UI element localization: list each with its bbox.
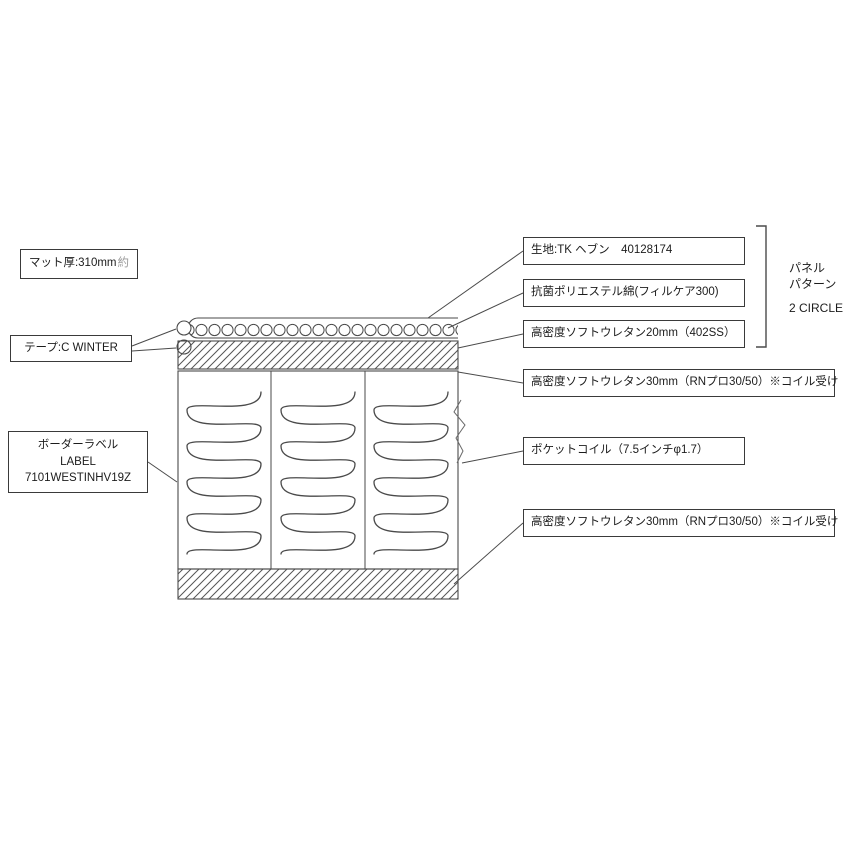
label-antibacterial: 抗菌ポリエステル綿(フィルケア300) xyxy=(523,279,745,307)
mat-thickness-text: マット厚:310mm xyxy=(28,257,117,270)
label-border-label: ボーダーラベル LABEL 7101WESTINHV19Z xyxy=(8,431,148,493)
panel-pattern-line1: パネル xyxy=(789,261,826,275)
panel-group-bracket xyxy=(756,225,767,348)
panel-pattern-line3: 2 CIRCLE xyxy=(789,301,844,316)
label-urethane-20mm: 高密度ソフトウレタン20mm（402SS） xyxy=(523,320,745,348)
border-label-line3: 7101WESTINHV19Z xyxy=(24,472,132,485)
mat-thickness-suffix: 約 xyxy=(117,257,130,270)
fabric-text: 生地:TK ヘブン 40128174 xyxy=(531,244,673,257)
label-urethane-30mm-bottom: 高密度ソフトウレタン30mm（RNプロ30/50）※コイル受け xyxy=(523,509,839,537)
label-urethane-30mm-top: 高密度ソフトウレタン30mm（RNプロ30/50）※コイル受け xyxy=(523,369,839,397)
urethane-bottom-layer xyxy=(177,568,459,600)
pocket-coil-text: ポケットコイル（7.5インチφ1.7） xyxy=(531,444,709,457)
border-label-line1: ボーダーラベル xyxy=(37,438,119,451)
urethane-30mm-bottom-text: 高密度ソフトウレタン30mm（RNプロ30/50）※コイル受け xyxy=(531,516,839,529)
label-pocket-coil: ポケットコイル（7.5インチφ1.7） xyxy=(523,437,745,465)
pocket-coil-layer xyxy=(177,370,466,570)
label-panel-pattern: パネル パターン 2 CIRCLE xyxy=(789,260,843,317)
urethane-20mm-text: 高密度ソフトウレタン20mm（402SS） xyxy=(531,327,736,340)
urethane-30mm-top-text: 高密度ソフトウレタン30mm（RNプロ30/50）※コイル受け xyxy=(531,376,839,389)
break-mark xyxy=(453,399,466,464)
antibacterial-text: 抗菌ポリエステル綿(フィルケア300) xyxy=(531,286,719,299)
label-tape: テープ:C WINTER xyxy=(10,335,132,362)
urethane-top-layer xyxy=(177,340,459,370)
connector-lines xyxy=(131,250,524,585)
tape-end-top-icon xyxy=(176,320,192,336)
quilt-top-layer xyxy=(176,317,458,355)
label-fabric: 生地:TK ヘブン 40128174 xyxy=(523,237,745,265)
tape-text: テープ:C WINTER xyxy=(24,341,118,354)
panel-pattern-line2: パターン xyxy=(789,277,837,292)
border-label-line2: LABEL xyxy=(60,455,96,468)
